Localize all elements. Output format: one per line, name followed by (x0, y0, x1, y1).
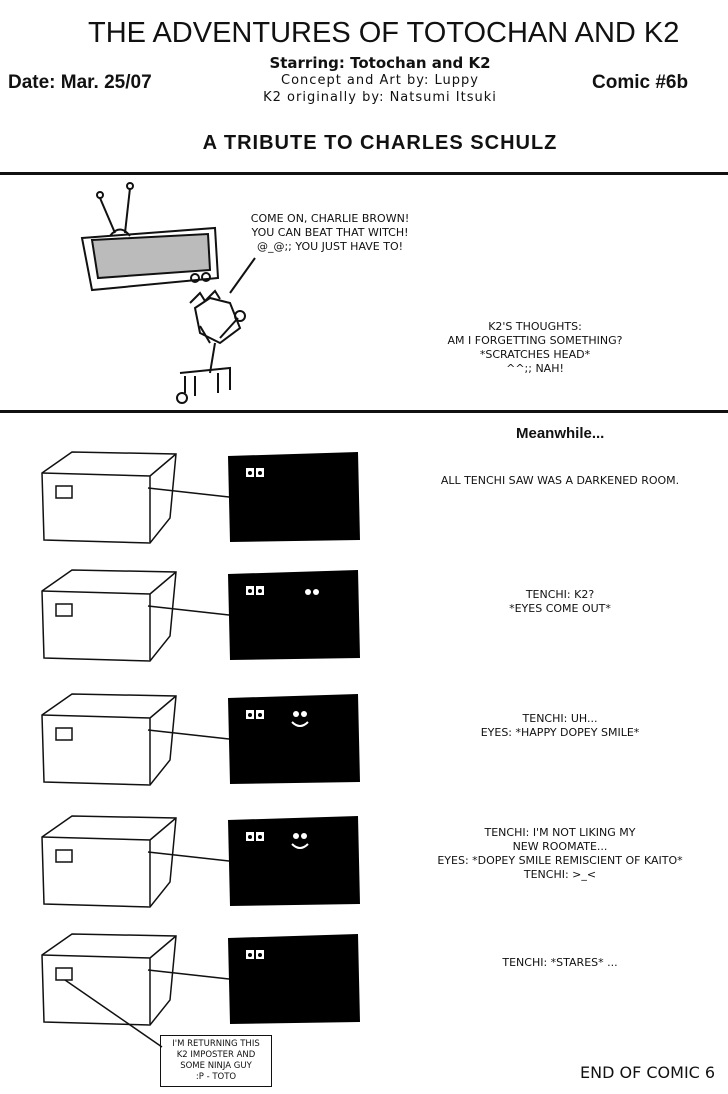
panel-caption: ALL TENCHI SAW WAS A DARKENED ROOM. (400, 474, 720, 488)
caption-line: NEW ROOMATE... (512, 840, 608, 853)
panel-divider (0, 410, 728, 413)
starring: Starring: Totochan and K2 (269, 54, 491, 72)
note-line: I'M RETURNING THIS (172, 1039, 260, 1049)
comic-number: Comic #6b (592, 72, 689, 93)
box-drawing (41, 933, 360, 1026)
panel-divider (0, 172, 728, 175)
box-drawing (41, 815, 360, 908)
credits: Starring: Totochan and K2 Concept and Ar… (200, 54, 560, 106)
dark-room (228, 816, 360, 906)
dark-room (228, 570, 360, 660)
comic-date: Date: Mar. 25/07 (8, 72, 152, 93)
panel-caption: TENCHI: *STARES* ... (400, 956, 720, 970)
caption-line: EYES: *DOPEY SMILE REMISCIENT OF KAITO* (437, 854, 683, 867)
thought-line: K2'S THOUGHTS: (488, 320, 582, 333)
caption-line: TENCHI: >_< (523, 868, 597, 881)
concept-credit: Concept and Art by: Luppy (281, 73, 479, 88)
dark-room (228, 934, 360, 1024)
dark-room (228, 694, 360, 784)
dark-room (228, 452, 360, 542)
box-drawing (41, 451, 360, 544)
caption-line: TENCHI: UH... (522, 712, 598, 725)
meanwhile-caption: Meanwhile... (516, 425, 605, 442)
k2-speech: COME ON, CHARLIE BROWN! YOU CAN BEAT THA… (225, 212, 435, 254)
thought-line: *SCRATCHES HEAD* (479, 348, 591, 361)
thought-line: ^^;; NAH! (506, 362, 564, 375)
original-credit: K2 originally by: Natsumi Itsuki (263, 90, 497, 105)
caption-line: EYES: *HAPPY DOPEY SMILE* (480, 726, 640, 739)
speech-line: @_@;; YOU JUST HAVE TO! (256, 240, 404, 253)
caption-line: TENCHI: *STARES* ... (502, 956, 618, 969)
note-pointer-line (64, 979, 163, 1048)
tribute-heading: A TRIBUTE TO CHARLES SCHULZ (202, 132, 558, 154)
k2-thoughts: K2'S THOUGHTS: AM I FORGETTING SOMETHING… (420, 320, 650, 376)
box-drawing (41, 569, 360, 662)
tv-and-k2-drawing (80, 182, 256, 404)
panel-caption: TENCHI: UH...EYES: *HAPPY DOPEY SMILE* (400, 712, 720, 740)
caption-line: TENCHI: I'M NOT LIKING MY (484, 826, 636, 839)
speech-line: COME ON, CHARLIE BROWN! (250, 212, 410, 225)
caption-line: *EYES COME OUT* (509, 602, 611, 615)
end-caption: END OF COMIC 6 (580, 1063, 716, 1082)
caption-line: TENCHI: K2? (525, 588, 595, 601)
box-drawing (41, 693, 360, 786)
thought-line: AM I FORGETTING SOMETHING? (447, 334, 623, 347)
caption-line: ALL TENCHI SAW WAS A DARKENED ROOM. (440, 474, 680, 487)
comic-title: THE ADVENTURES OF TOTOCHAN AND K2 (88, 17, 680, 49)
note-line: K2 IMPOSTER AND (176, 1050, 256, 1060)
speech-line: YOU CAN BEAT THAT WITCH! (251, 226, 409, 239)
totos-note: I'M RETURNING THIS K2 IMPOSTER AND SOME … (160, 1035, 272, 1087)
note-line: SOME NINJA GUY (180, 1061, 252, 1071)
note-line: :P - TOTO (195, 1072, 237, 1082)
panel-caption: TENCHI: K2?*EYES COME OUT* (400, 588, 720, 616)
